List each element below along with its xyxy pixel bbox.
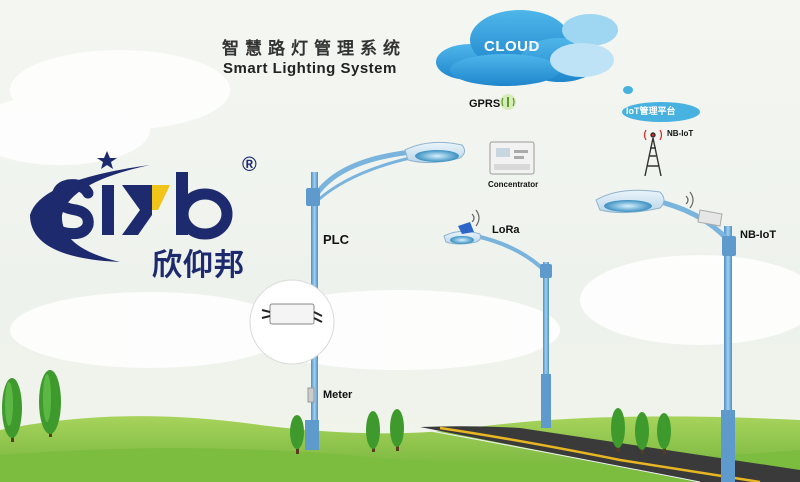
cloud-icon (436, 10, 618, 86)
road-center-line (439, 426, 761, 482)
logo-letter-s (48, 179, 94, 240)
concentrator-label: Concentrator (488, 180, 539, 189)
logo-accent (152, 185, 170, 210)
cloud-label: CLOUD (484, 38, 540, 55)
iot-platform-label: IoT管理平台 (626, 106, 676, 116)
tree (657, 413, 671, 454)
concentrator-device (489, 141, 535, 175)
page-title-english: Smart Lighting System (223, 60, 397, 77)
grass-field-front (0, 448, 800, 482)
logo-letter-i (102, 185, 114, 235)
tree (2, 378, 22, 442)
page-title-chinese: 智慧路灯管理系统 (222, 39, 406, 58)
logo-letter-b-bowl (177, 188, 233, 240)
cell-tower-icon (643, 129, 663, 177)
lora-streetlight (443, 209, 552, 428)
power-module-icon (249, 279, 335, 365)
registered-mark: ® (242, 154, 257, 176)
star-icon (97, 151, 117, 169)
nbiot-streetlight (595, 189, 736, 482)
lora-label: LoRa (492, 224, 520, 236)
platform-bubble (622, 86, 700, 122)
meter-label: Meter (323, 389, 353, 401)
tree (611, 408, 625, 452)
wifi-signal-icon (500, 94, 516, 110)
tree (290, 415, 304, 454)
gprs-label: GPRS (469, 98, 501, 110)
plc-label: PLC (323, 232, 349, 247)
road-edge-line (424, 429, 701, 482)
trees (2, 370, 671, 454)
tree (390, 409, 404, 451)
logo-letter-y (122, 185, 152, 235)
brand-logo (30, 151, 233, 262)
brand-name-chinese: 欣仰邦 (152, 249, 245, 282)
tree (635, 412, 649, 454)
nbiot-label: NB-IoT (740, 229, 777, 241)
tree (366, 411, 380, 452)
nbiot-tower-label: NB-IoT (667, 129, 694, 138)
tree (39, 370, 61, 437)
